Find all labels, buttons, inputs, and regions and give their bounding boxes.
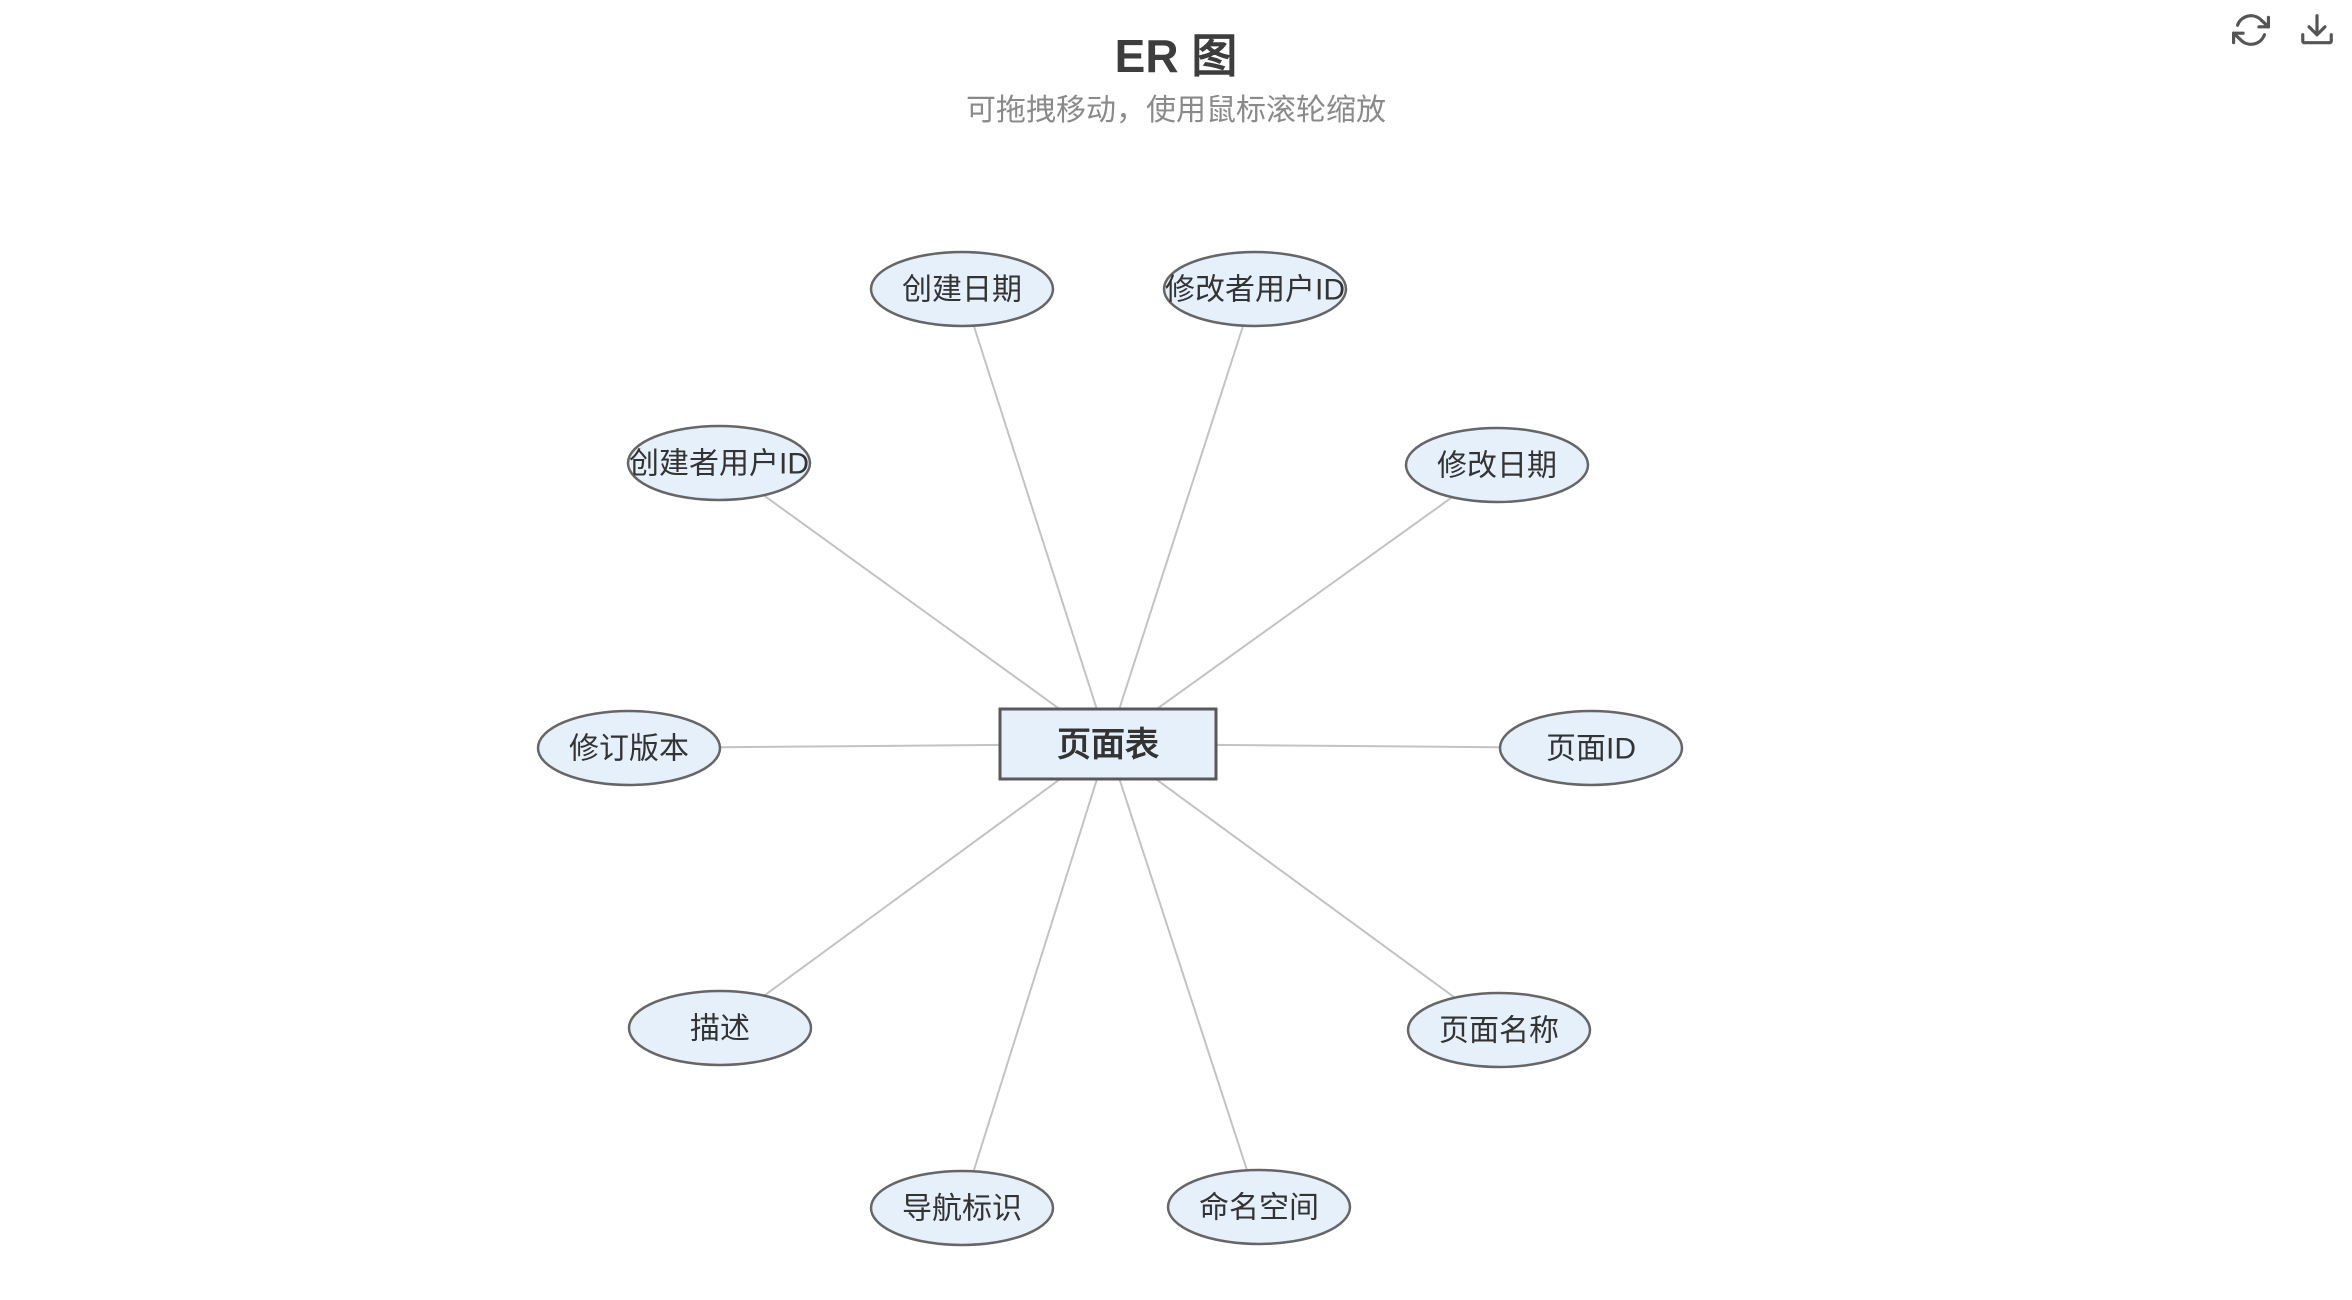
- attribute-label: 创建者用户ID: [629, 448, 809, 481]
- attribute-node[interactable]: 修改日期: [1404, 426, 1590, 504]
- toolbar: [2230, 10, 2338, 52]
- attribute-ellipse: [1498, 709, 1684, 787]
- attribute-ellipse: [1166, 1168, 1352, 1246]
- download-button[interactable]: [2296, 10, 2338, 52]
- edge-line: [1107, 464, 1498, 745]
- attribute-label: 创建日期: [902, 274, 1022, 307]
- attribute-node[interactable]: 命名空间: [1166, 1168, 1352, 1246]
- edge-line: [1107, 743, 1500, 1031]
- attribute-node[interactable]: 页面名称: [1406, 991, 1592, 1069]
- attribute-label: 描述: [690, 1013, 750, 1046]
- edge-line: [718, 462, 1109, 745]
- attribute-ellipse: [626, 424, 812, 502]
- attribute-label: 修订版本: [569, 733, 689, 766]
- attribute-ellipse: [627, 989, 813, 1067]
- attribute-label: 页面ID: [1546, 733, 1636, 766]
- attribute-ellipse: [536, 709, 722, 787]
- entity-label: 页面表: [1057, 726, 1159, 764]
- attribute-node[interactable]: 创建者用户ID: [626, 424, 812, 502]
- attribute-ellipse: [869, 1169, 1055, 1247]
- refresh-icon: [2232, 11, 2270, 52]
- attribute-node[interactable]: 修订版本: [536, 709, 722, 787]
- attribute-label: 导航标识: [902, 1193, 1022, 1226]
- attribute-ellipse: [1404, 426, 1590, 504]
- attribute-ellipse: [1406, 991, 1592, 1069]
- entity-rect: [998, 707, 1218, 781]
- attribute-node[interactable]: 创建日期: [869, 250, 1055, 328]
- edge-line: [719, 743, 1109, 1029]
- edge-line: [961, 288, 1109, 745]
- edge-line: [961, 743, 1109, 1209]
- attribute-label: 修改日期: [1437, 450, 1557, 483]
- attribute-node[interactable]: 导航标识: [869, 1169, 1055, 1247]
- attribute-node[interactable]: 修改者用户ID: [1162, 250, 1348, 328]
- attribute-label: 页面名称: [1439, 1015, 1559, 1048]
- attribute-node[interactable]: 页面ID: [1498, 709, 1684, 787]
- attribute-node[interactable]: 描述: [627, 989, 813, 1067]
- refresh-button[interactable]: [2230, 10, 2272, 52]
- attribute-label: 修改者用户ID: [1165, 274, 1345, 307]
- edge-line: [1107, 288, 1256, 745]
- attribute-label: 命名空间: [1199, 1192, 1319, 1225]
- attribute-ellipse: [1162, 250, 1348, 328]
- attribute-ellipse: [869, 250, 1055, 328]
- edge-line: [1107, 743, 1260, 1208]
- download-icon: [2298, 11, 2336, 52]
- entity-node[interactable]: 页面表: [998, 707, 1218, 781]
